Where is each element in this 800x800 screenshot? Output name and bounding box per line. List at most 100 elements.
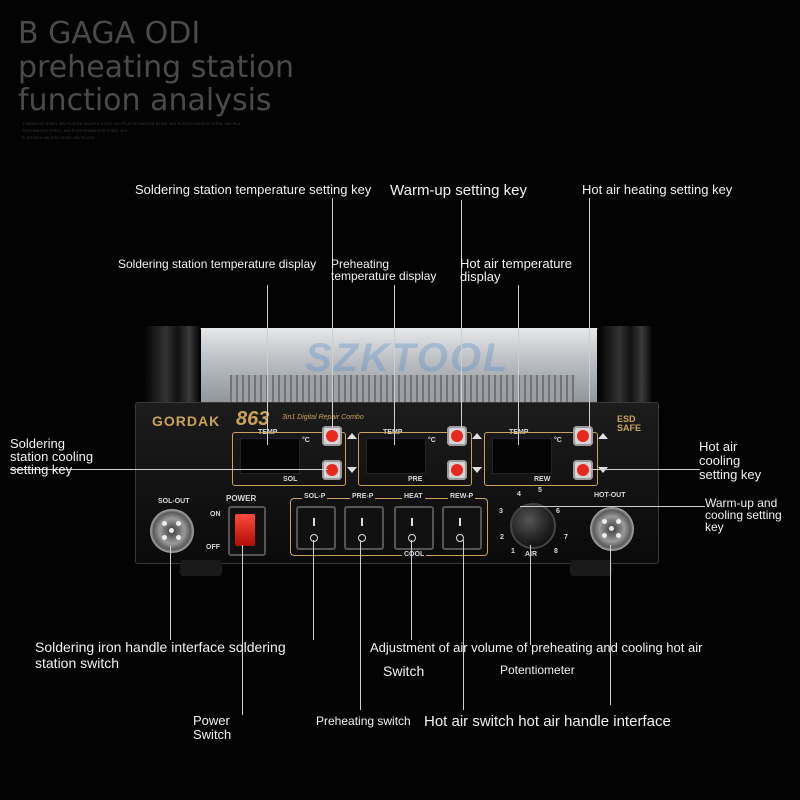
fine-print-3: P. ATEDDA NALESS STEEL 40V PLATE xyxy=(22,135,95,140)
down-arrow-icon xyxy=(598,467,608,473)
leader-sol-switch xyxy=(313,540,314,640)
dial-5: 5 xyxy=(538,487,542,494)
air-volume-knob[interactable] xyxy=(510,503,556,549)
callout-preheat-switch: Preheating switch xyxy=(316,714,411,728)
dial-7: 7 xyxy=(564,534,568,541)
soldering-cool-down-button[interactable] xyxy=(322,460,342,480)
down-arrow-icon xyxy=(472,467,482,473)
dial-1: 1 xyxy=(511,548,515,555)
air-label: AIR xyxy=(525,551,538,558)
right-foot xyxy=(570,560,612,576)
callout-potentiometer: Potentiometer xyxy=(500,663,575,677)
callout-warm-cool-1: Warm-up and xyxy=(705,496,778,510)
pre-p-label: PRE-P xyxy=(350,493,376,500)
callout-iron-iface-2: station switch xyxy=(35,655,120,671)
callout-sol-cool-1: Soldering xyxy=(10,436,65,451)
switch-group-frame xyxy=(290,498,488,556)
callout-sol-temp-display: Soldering station temperature display xyxy=(118,257,317,271)
fine-print-2: TOSTNNLESS STEEL 40V PLATOSTNNLESS STEEL… xyxy=(22,128,128,133)
hot-out-label: HOT-OUT xyxy=(594,492,626,499)
leader-hotair-display xyxy=(518,285,519,445)
leader-hotair-cool xyxy=(590,469,700,470)
rew-p-label: REW-P xyxy=(448,493,476,500)
leader-heat-switch xyxy=(411,540,412,640)
leader-hotair-iface xyxy=(610,545,611,705)
deg-c-1: °C xyxy=(302,437,310,444)
callout-sol-cool-3: setting key xyxy=(10,462,73,477)
rew-frame xyxy=(484,432,598,486)
up-arrow-icon xyxy=(472,433,482,439)
callout-switch: Switch xyxy=(383,663,425,679)
heading-line-3: function analysis xyxy=(18,83,272,118)
heading-line-1: B GAGA ODI xyxy=(18,16,201,51)
soldering-temp-up-button[interactable] xyxy=(322,426,342,446)
callout-hotair-heat-key: Hot air heating setting key xyxy=(582,182,733,197)
pre-frame xyxy=(358,432,472,486)
heat-switch[interactable] xyxy=(394,506,434,550)
soldering-iron-connector[interactable] xyxy=(150,509,194,553)
fine-print-1: TYNNNLOG STEEL 40V PLATED NALESS STEEL 4… xyxy=(22,121,241,126)
heat-label: HEAT xyxy=(402,493,425,500)
rew-label: REW xyxy=(534,476,551,483)
hotair-cool-down-button[interactable] xyxy=(573,460,593,480)
plate-grille xyxy=(230,375,575,405)
hot-air-switch[interactable] xyxy=(442,506,482,550)
callout-hotair-cool-3: setting key xyxy=(699,467,762,482)
hotair-temp-up-button[interactable] xyxy=(573,426,593,446)
sol-frame xyxy=(232,432,346,486)
right-pillar xyxy=(597,326,653,404)
esd-label-2: SAFE xyxy=(617,423,642,433)
cool-label: COOL xyxy=(402,551,427,558)
callout-preheat-display-2: temperature display xyxy=(331,269,437,283)
soldering-station-switch[interactable] xyxy=(296,506,336,550)
dial-4: 4 xyxy=(517,491,521,498)
dial-3: 3 xyxy=(499,508,503,515)
sol-label: SOL xyxy=(283,476,298,483)
callout-power-switch-2: Switch xyxy=(193,727,232,742)
sol-out-label: SOL-OUT xyxy=(158,498,190,505)
preheat-cool-down-button[interactable] xyxy=(447,460,467,480)
leader-iron-iface xyxy=(170,545,171,640)
hotair-handle-connector[interactable] xyxy=(590,507,634,551)
pre-label: PRE xyxy=(408,476,423,483)
callout-power-switch-1: Power xyxy=(193,713,230,728)
soldering-temp-display xyxy=(240,438,300,474)
brand-name: GORDAK xyxy=(152,413,221,429)
leader-sol-display xyxy=(267,285,268,445)
callout-hotair-display-2: display xyxy=(460,269,501,284)
watermark: SZKTOOL xyxy=(305,336,510,380)
left-foot xyxy=(180,560,222,576)
callout-preheat-display-1: Preheating xyxy=(331,257,390,271)
leader-preheat-switch xyxy=(360,540,361,710)
callout-sol-cool-2: station cooling xyxy=(10,449,94,464)
up-arrow-icon xyxy=(347,433,357,439)
dial-8: 8 xyxy=(554,548,558,555)
leader-preheat-display xyxy=(394,285,395,445)
dial-2: 2 xyxy=(500,534,504,541)
leader-warmup-key xyxy=(461,200,462,430)
left-pillar xyxy=(143,326,201,404)
leader-warm-cool xyxy=(520,506,705,507)
callout-iron-iface-1: Soldering iron handle interface solderin… xyxy=(35,639,286,655)
callout-hotair-iface: Hot air switch hot air handle interface xyxy=(424,713,671,730)
model-number: 863 xyxy=(236,408,270,430)
callout-hotair-cool-2: cooling xyxy=(699,453,741,468)
callout-sol-temp-key: Soldering station temperature setting ke… xyxy=(135,182,372,197)
callout-hotair-cool-1: Hot air xyxy=(699,439,738,454)
leader-sol-cool xyxy=(10,469,328,470)
deg-c-3: °C xyxy=(554,437,562,444)
deg-c-2: °C xyxy=(428,437,436,444)
preheat-temp-display xyxy=(366,438,426,474)
off-label: OFF xyxy=(206,544,220,551)
leader-hotair-heat-key xyxy=(589,198,590,430)
leader-sol-temp-key xyxy=(332,198,333,430)
leader-power xyxy=(242,545,243,715)
hotair-temp-display xyxy=(492,438,552,474)
preheat-temp-up-button[interactable] xyxy=(447,426,467,446)
power-switch[interactable] xyxy=(228,506,266,556)
brand-subtitle: 3in1 Digital Repair Combo xyxy=(282,414,364,421)
preheating-switch[interactable] xyxy=(344,506,384,550)
power-label: POWER xyxy=(226,494,257,503)
callout-warm-cool-3: key xyxy=(705,520,724,534)
